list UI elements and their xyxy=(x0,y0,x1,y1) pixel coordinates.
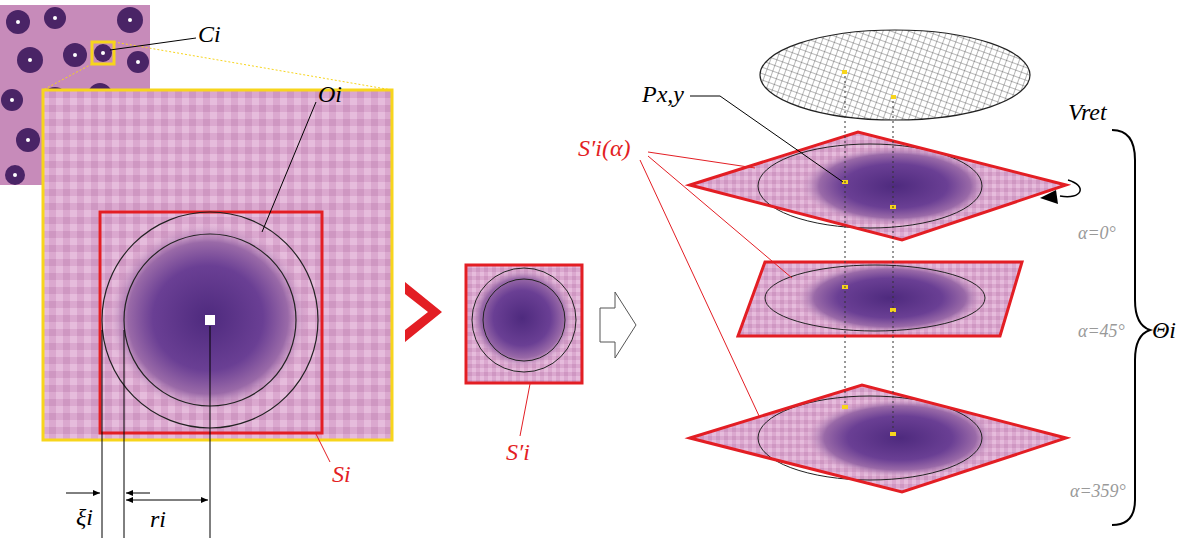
margin-label: ξi xyxy=(76,505,93,529)
leader-lines xyxy=(640,96,843,418)
chevron xyxy=(405,282,442,342)
rescaled-patch xyxy=(466,265,582,383)
rotated-patches xyxy=(680,125,1080,503)
rescaled-patch-label: S′i xyxy=(506,440,530,464)
angle-label: α=0° xyxy=(1078,224,1116,242)
projection-lines xyxy=(845,76,893,432)
dimension-lines xyxy=(66,326,210,538)
rotated-patch-label: S′i(α) xyxy=(578,136,631,160)
retina-grid xyxy=(760,30,1030,120)
retina-label: Vret xyxy=(1068,100,1107,124)
circle-label: Oi xyxy=(318,82,342,106)
angle-label: α=45° xyxy=(1078,322,1125,340)
process-arrow xyxy=(600,292,636,358)
rotation-arrow xyxy=(1060,180,1080,197)
leader-lines xyxy=(110,38,530,462)
magnified-cell xyxy=(43,90,392,440)
set-label: Θi xyxy=(1152,318,1176,342)
angle-label: α=359° xyxy=(1070,482,1126,500)
pixel-label: Px,y xyxy=(642,82,684,106)
cell-center-label: Ci xyxy=(198,22,221,46)
radius-label: ri xyxy=(150,507,166,531)
patch-label: Si xyxy=(332,462,351,486)
